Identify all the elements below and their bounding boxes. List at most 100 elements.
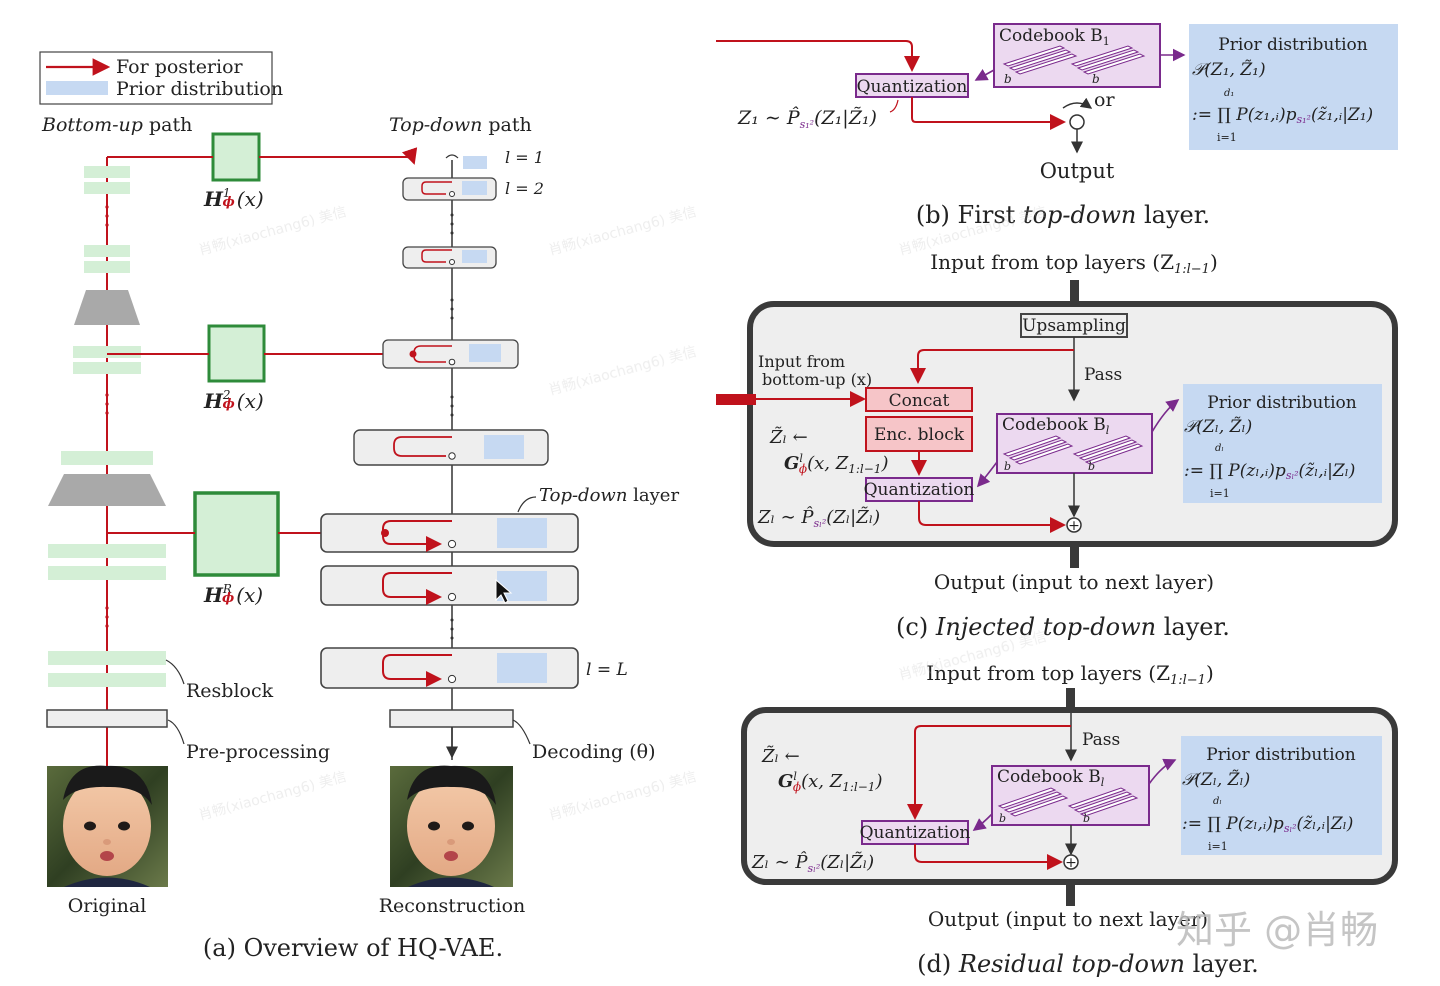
bottom-up-dots (105, 205, 109, 628)
prior-line2-c: := ∏ P(zₗ,ᵢ)psₗ²(z̃ₗ,ᵢ|Zₗ) (1184, 461, 1355, 482)
plus-icon-c: + (1068, 518, 1080, 534)
sum-node-d (1063, 854, 1079, 870)
reconstruction-image (390, 765, 513, 887)
concat-label: Concat (889, 391, 950, 411)
mouse-cursor-icon (495, 578, 513, 604)
prior-line2-b: := ∏ P(z₁,ᵢ)ps₁²(z̃₁,ᵢ|Z₁) (1192, 105, 1373, 126)
concat-box (865, 387, 973, 412)
decoding-block (389, 709, 514, 728)
prior-swatch (46, 81, 108, 95)
upsampling-label: Upsampling (1022, 316, 1126, 336)
up-to-concat-c (910, 349, 1074, 384)
stem-top-d (1066, 688, 1075, 710)
z-sample-pointer (889, 99, 899, 113)
codebook-to-prior-d (1148, 758, 1177, 785)
watermark-brand: 知乎 @肖畅 (1176, 908, 1378, 952)
sum-node-c (1066, 517, 1082, 533)
codebook-label-b: Codebook B1 (999, 26, 1110, 48)
prior-box-d (1181, 736, 1382, 855)
h2-encoder-box (207, 324, 266, 383)
codebook-vectors-d (997, 787, 1139, 817)
prod-top-d: dₗ (1213, 796, 1222, 807)
preprocessing-label: Pre-processing (186, 741, 330, 763)
z-sample-b: Z₁ ∼ P̂s₁²(Z₁|Z̃₁) (737, 107, 877, 131)
prior-box-b (1189, 24, 1398, 150)
input-top-label-c: Input from top layers (Z1:l−1) (930, 250, 1218, 277)
bottom-up-path-label: Bottom-up path (41, 114, 192, 136)
panel-c: Input from top layers (Z1:l−1) Upsamplin… (716, 250, 1398, 641)
prod-top-b: d₁ (1224, 88, 1234, 99)
original-image (47, 765, 168, 887)
top-down-layer-pointer (517, 496, 537, 513)
bottom-up-input-bar-c (716, 394, 756, 405)
label-l-eq-1: l = 1 (505, 148, 544, 167)
prior-title-d: Prior distribution (1206, 745, 1356, 765)
resblock-label: Resblock (186, 680, 274, 702)
output-label-c: Output (input to next layer) (934, 570, 1214, 594)
codebook-to-quant-b (974, 68, 995, 81)
prior-title-b: Prior distribution (1218, 35, 1368, 55)
downsample-block-2 (48, 474, 166, 506)
enc-block-box (865, 416, 973, 452)
original-label: Original (68, 895, 147, 917)
caption-c: (c) Injected top-down layer. (896, 613, 1230, 641)
panel-b: Quantization Codebook B1 b b Prior distr… (716, 23, 1398, 229)
reconstruction-label: Reconstruction (379, 895, 526, 917)
svg-text:肖畅(xiaochang6) 美信: 肖畅(xiaochang6) 美信 (547, 344, 698, 399)
z-sample-d: Zₗ ∼ P̂sₗ²(Zₗ|Z̃ₗ) (751, 851, 874, 875)
svg-text:肖畅(xiaochang6) 美信: 肖畅(xiaochang6) 美信 (197, 769, 348, 824)
codebook-label-d: Codebook Bl (997, 767, 1105, 789)
stem-bottom-d (1066, 882, 1075, 906)
codebook-label-c: Codebook Bl (1002, 415, 1110, 437)
top-down-dots (450, 213, 454, 640)
input-top-label-d: Input from top layers (Z1:l−1) (926, 661, 1214, 688)
caption-b: (b) First top-down layer. (916, 201, 1210, 229)
top-down-layer-label: Top-down layer (539, 485, 679, 506)
pass-label-c: Pass (1084, 365, 1122, 385)
plus-icon-d: + (1065, 855, 1077, 871)
prod-bot-d: i=1 (1208, 840, 1228, 853)
prior-line2-d: := ∏ P(zₗ,ᵢ)psₗ²(z̃ₗ,ᵢ|Zₗ) (1182, 814, 1353, 835)
prod-top-c: dₗ (1215, 443, 1224, 454)
quant-to-output-b (911, 97, 1066, 130)
resblock-stack (48, 166, 166, 687)
decoding-label: Decoding (θ) (532, 741, 656, 763)
codebook-vectors-c (1002, 435, 1144, 465)
codebook-vectors-b (1002, 45, 1146, 75)
b1-label-c: b (1004, 460, 1011, 473)
downsample-block-1 (74, 290, 140, 325)
quant-to-sum-c (918, 501, 1066, 533)
resblock-pointer (165, 659, 185, 685)
input-bottom-label-2: bottom-up (x) (762, 370, 872, 389)
codebook-to-prior-c (1151, 399, 1180, 433)
h1-encoder-box (211, 132, 261, 182)
preprocessing-pointer (167, 719, 185, 745)
label-l-eq-2: l = 2 (505, 179, 544, 198)
input-to-quant-d (907, 725, 1071, 820)
switch-arrow-b (1062, 97, 1093, 109)
stem-bottom-c (1070, 544, 1079, 568)
prior-line1-b: 𝒫(Z₁, Z̃₁) (1192, 60, 1266, 80)
pass-label-d: Pass (1082, 730, 1120, 750)
svg-text:肖畅(xiaochang6) 美信: 肖畅(xiaochang6) 美信 (547, 769, 698, 824)
prior-l1 (463, 156, 487, 169)
quantization-label-c: Quantization (864, 480, 975, 500)
prod-bot-c: i=1 (1210, 487, 1230, 500)
posterior-input-line (716, 40, 920, 72)
bk-label-b: b (1092, 72, 1100, 86)
enc-block-label: Enc. block (874, 425, 965, 445)
prior-line1-d: 𝒫(Zₗ, Z̃ₗ) (1182, 770, 1250, 790)
or-label-b: or (1094, 89, 1115, 111)
codebook-to-quant-d (972, 813, 993, 831)
first-layer-switch (445, 154, 459, 159)
output-node-b (1069, 114, 1085, 130)
panel-d: Input from top layers (Z1:l−1) Pass Quan… (741, 661, 1398, 978)
top-down-layer-blocks (320, 177, 579, 689)
quantization-label-b: Quantization (857, 77, 968, 97)
decoding-pointer (512, 719, 531, 745)
legend-posterior-label: For posterior (116, 56, 244, 78)
